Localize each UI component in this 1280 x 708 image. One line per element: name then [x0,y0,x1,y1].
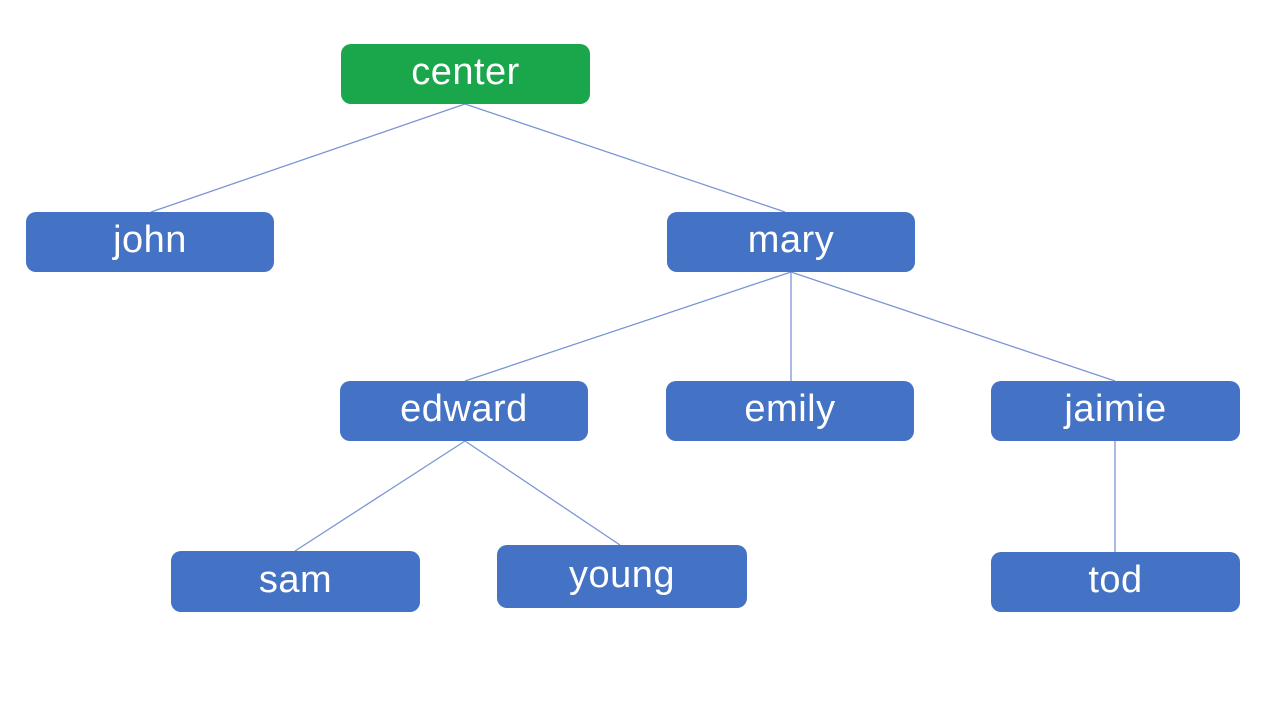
tree-node-center[interactable]: center [341,44,590,104]
tree-node-young[interactable]: young [497,545,747,608]
edge-center-mary [464,103,786,213]
tree-node-label: center [411,51,520,93]
tree-node-label: jaimie [1064,388,1167,430]
tree-node-sam[interactable]: sam [171,551,420,612]
tree-node-jaimie[interactable]: jaimie [991,381,1240,441]
tree-node-mary[interactable]: mary [667,212,915,272]
tree-node-tod[interactable]: tod [991,552,1240,612]
tree-node-label: mary [747,219,835,261]
tree-node-label: tod [1088,559,1143,601]
tree-node-john[interactable]: john [26,212,274,272]
edge-edward-young [464,440,621,546]
tree-node-label: emily [744,388,836,430]
edge-edward-sam [294,440,466,552]
edge-mary-edward [464,271,792,382]
tree-node-label: edward [400,388,528,430]
tree-node-emily[interactable]: emily [666,381,914,441]
tree-node-label: sam [258,558,333,601]
edge-center-john [150,103,466,213]
tree-node-label: young [568,553,676,596]
edge-mary-jaimie [790,271,1116,382]
tree-node-label: john [113,219,187,261]
tree-node-edward[interactable]: edward [340,381,588,441]
